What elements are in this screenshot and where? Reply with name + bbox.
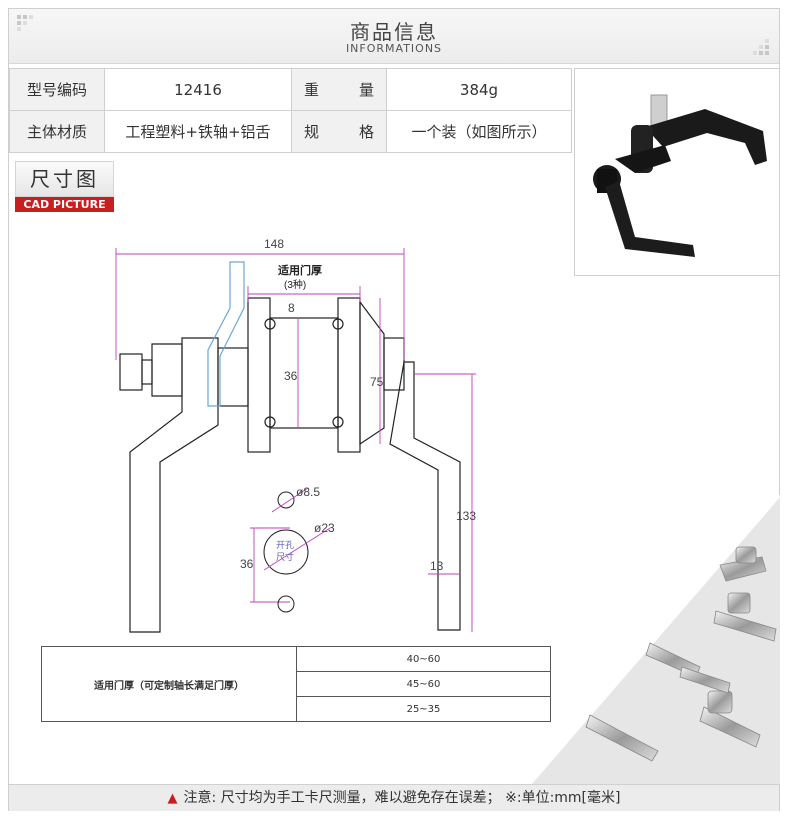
- section-header: 商品信息 INFORMATIONS: [9, 9, 779, 64]
- table-row: 主体材质 工程塑料+铁轴+铝舌 规格 一个装（如图所示）: [9, 110, 572, 153]
- material-value: 工程塑料+铁轴+铝舌: [104, 110, 292, 153]
- header-dots-right-icon: [753, 39, 771, 57]
- cad-drawing: 148 适用门厚 (3种) 8 36 75 133 13 ø8.5 ø23 36…: [115, 237, 476, 633]
- dim-13: 13: [430, 559, 444, 573]
- rose-left: [247, 297, 271, 453]
- dim-phi85: ø8.5: [296, 485, 320, 499]
- section-subtitle: INFORMATIONS: [345, 42, 443, 55]
- hole-label-b: 尺寸: [276, 551, 294, 562]
- left-shaft: [151, 343, 183, 397]
- dim-phi23: ø23: [314, 521, 335, 535]
- table-row: 适用门厚（可定制轴长满足门厚） 40~60: [41, 646, 551, 722]
- door-table-cell: 40~60: [296, 646, 551, 672]
- hole-label-a: 开孔: [276, 540, 294, 550]
- rose-right: [337, 297, 361, 453]
- door-table-label: 适用门厚（可定制轴长满足门厚）: [41, 646, 297, 722]
- dim-133: 133: [456, 509, 476, 523]
- left-lever: [129, 337, 219, 633]
- spec-table: 型号编码 12416 重量 384g 主体材质 工程塑料+铁轴+铝舌 规格 一个…: [9, 68, 572, 153]
- material-label: 主体材质: [9, 110, 105, 153]
- warning-icon: ▲: [167, 791, 178, 806]
- cad-title: 尺寸图: [15, 161, 114, 197]
- decorative-products-image: [530, 495, 780, 784]
- model-value: 12416: [104, 68, 292, 111]
- table-row: 45~60: [42, 671, 551, 697]
- table-row: 型号编码 12416 重量 384g: [9, 68, 572, 111]
- cad-subtitle: CAD PICTURE: [15, 197, 114, 212]
- right-lever: [389, 361, 461, 631]
- door-thickness-table: 适用门厚（可定制轴长满足门厚） 40~60 45~60 25~35: [41, 646, 551, 722]
- cam-plate: [207, 261, 245, 407]
- pack-value: 一个装（如图所示）: [386, 110, 572, 153]
- dim-36: 36: [284, 369, 298, 383]
- left-nut: [119, 353, 143, 391]
- dim-36b: 36: [240, 557, 254, 571]
- footer-text: 注意: 尺寸均为手工卡尺测量，难以避免存在误差； ※:单位:mm[毫米]: [183, 790, 621, 806]
- weight-label: 重量: [291, 68, 387, 111]
- model-label: 型号编码: [9, 68, 105, 111]
- dim-148: 148: [264, 237, 284, 251]
- dim-75: 75: [370, 375, 384, 389]
- door-label: 适用门厚: [278, 263, 322, 277]
- dim-8: 8: [288, 301, 295, 315]
- section-title: 商品信息: [350, 20, 438, 44]
- footer-note: ▲ 注意: 尺寸均为手工卡尺测量，难以避免存在误差； ※:单位:mm[毫米]: [9, 784, 779, 811]
- door-sub: (3种): [284, 278, 306, 291]
- door-table-cell: 45~60: [296, 671, 551, 697]
- weight-value: 384g: [386, 68, 572, 111]
- lock-body: [269, 317, 339, 429]
- table-row: 25~35: [42, 696, 551, 722]
- door-table-cell: 25~35: [296, 696, 551, 722]
- header-dots-left-icon: [17, 15, 35, 33]
- pack-label: 规格: [291, 110, 387, 153]
- cad-badge: 尺寸图 CAD PICTURE: [15, 161, 114, 217]
- lever-handle-photo-icon: [593, 94, 767, 257]
- product-photo: [574, 68, 780, 276]
